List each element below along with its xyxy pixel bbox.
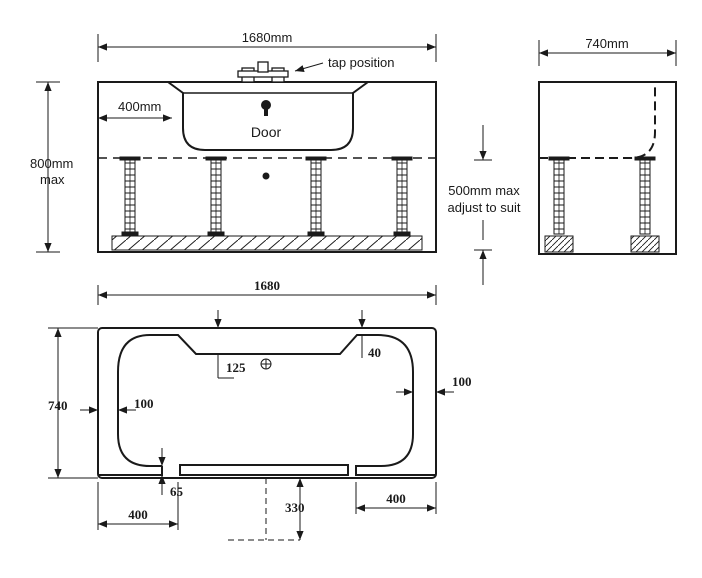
- label-tap-position: tap position: [328, 55, 395, 70]
- label-400-right: 400: [386, 491, 406, 506]
- label-40: 40: [368, 345, 381, 360]
- tap-leader-arrow: [294, 62, 324, 72]
- plan-view: [48, 285, 454, 541]
- label-1680mm: 1680mm: [242, 30, 293, 45]
- label-door: Door: [251, 124, 282, 140]
- bath-front-panel: [97, 81, 437, 253]
- keyhole-icon: [261, 100, 271, 116]
- leg-4: [391, 156, 413, 237]
- leg-2: [205, 156, 227, 237]
- label-500mm-max: 500mm max: [448, 183, 520, 198]
- front-panel-gap: [179, 464, 349, 476]
- end-panel: [538, 81, 677, 255]
- label-330: 330: [285, 500, 305, 515]
- leg-3: [305, 156, 327, 237]
- label-800mm: 800mm: [30, 156, 73, 171]
- labels: 1680mm tap position 800mm max 400mm Door…: [30, 30, 629, 522]
- bath-rim-outline: [97, 327, 437, 479]
- label-740: 740: [48, 398, 68, 413]
- end-view: [538, 40, 677, 255]
- label-125: 125: [226, 360, 246, 375]
- tap-icon: [237, 61, 289, 83]
- waste-icon: [260, 358, 272, 370]
- label-740mm: 740mm: [585, 36, 628, 51]
- end-bowl-dashed: [539, 82, 656, 159]
- label-400mm-inset: 400mm: [118, 99, 161, 114]
- label-400-left: 400: [128, 507, 148, 522]
- label-65: 65: [170, 484, 184, 499]
- label-adjust-to-suit: adjust to suit: [448, 200, 521, 215]
- label-100-right: 100: [452, 374, 472, 389]
- end-leg-1: [544, 156, 574, 253]
- label-max: max: [40, 172, 65, 187]
- front-elevation: [36, 34, 492, 285]
- bath-inner-outline: [117, 334, 436, 476]
- label-100-left: 100: [134, 396, 154, 411]
- door-knob-icon: [262, 172, 270, 180]
- bath-bowl-outline: [167, 81, 369, 151]
- leg-1: [119, 156, 141, 237]
- base-hatch: [111, 235, 423, 251]
- label-1680: 1680: [254, 278, 280, 293]
- end-leg-2: [630, 156, 660, 253]
